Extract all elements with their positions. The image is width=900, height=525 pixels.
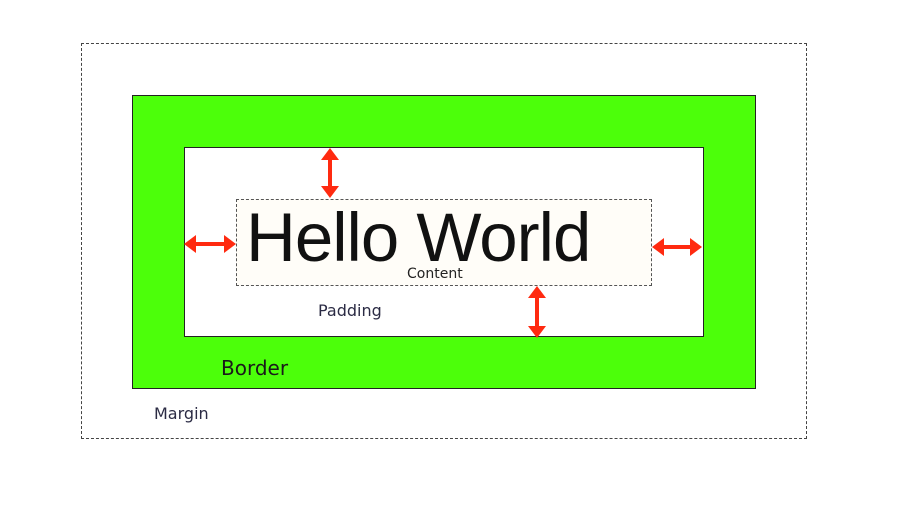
margin-box xyxy=(81,43,807,439)
padding-bottom-arrow-icon xyxy=(528,286,546,338)
padding-left-arrow-icon xyxy=(184,235,236,253)
margin-label: Margin xyxy=(154,404,209,423)
border-label: Border xyxy=(221,356,289,380)
content-label: Content xyxy=(407,266,463,282)
content-text: Hello World xyxy=(246,199,591,276)
padding-right-arrow-icon xyxy=(652,238,702,256)
padding-label: Padding xyxy=(318,301,382,320)
padding-top-arrow-icon xyxy=(321,148,339,198)
content-box xyxy=(236,199,652,286)
